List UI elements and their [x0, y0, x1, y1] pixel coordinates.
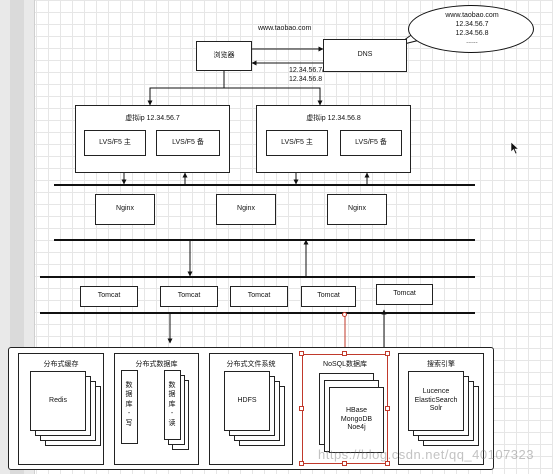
lvs-main-label: LVS/F5 主 [99, 138, 131, 146]
lvs-main-box[interactable]: LVS/F5 主 [84, 130, 146, 156]
nosql-item: MongoDB [340, 415, 373, 423]
resize-handle-right[interactable] [385, 406, 390, 411]
nosql-item: Noe4j [347, 424, 366, 432]
tomcat-label: Tomcat [393, 290, 416, 298]
nginx-bottom-bus [54, 239, 475, 241]
tomcat-box[interactable]: Tomcat [160, 286, 218, 307]
nginx-label: Nginx [348, 205, 366, 213]
resize-handle-top-left[interactable] [299, 351, 304, 356]
dns-box[interactable]: DNS [323, 39, 407, 72]
nginx-label: Nginx [237, 205, 255, 213]
lvs-backup-label: LVS/F5 备 [355, 138, 387, 146]
nginx-label: Nginx [116, 205, 134, 213]
db-write-char: 数 [125, 382, 133, 389]
search-item: Solr [429, 405, 443, 413]
lvs-backup-box[interactable]: LVS/F5 备 [340, 130, 402, 156]
tomcat-label: Tomcat [247, 292, 271, 300]
db-write-label: 数 据 库 - 写 [125, 381, 133, 428]
rotate-handle[interactable] [342, 312, 347, 317]
nginx-box[interactable]: Nginx [95, 194, 155, 225]
lvs-nginx-bus [54, 184, 475, 186]
tomcat-box[interactable]: Tomcat [230, 286, 288, 307]
db-read-char: 库 [168, 400, 176, 408]
browser-label: 浏览器 [213, 51, 235, 59]
redis-node[interactable]: Redis [30, 371, 86, 431]
db-write-char: 据 [125, 391, 133, 399]
browser-to-vip-connector [147, 71, 225, 106]
filesystem-title: 分布式文件系统 [226, 361, 276, 368]
db-write-char: 写 [125, 419, 133, 427]
mouse-cursor-icon [510, 141, 520, 155]
tomcat-label: Tomcat [97, 292, 121, 300]
bubble-line: www.taobao.com [445, 12, 499, 19]
cache-title: 分布式缓存 [43, 361, 79, 368]
db-read-char: - [170, 410, 174, 418]
nginx-box[interactable]: Nginx [327, 194, 387, 225]
db-read-char: 读 [168, 419, 176, 427]
tomcat-box[interactable]: Tomcat [80, 286, 138, 307]
tomcat-top-bus [40, 276, 475, 278]
db-write-char: 库 [125, 400, 133, 408]
db-write-box[interactable] [121, 370, 138, 444]
resize-handle-top-right[interactable] [385, 351, 390, 356]
dns-reply-text: 12.34.56.7/ 12.34.56.8 [289, 66, 324, 84]
tomcat-label: Tomcat [177, 292, 201, 300]
nginx-box[interactable]: Nginx [216, 194, 276, 225]
bubble-line: 12.34.56.8 [455, 29, 489, 37]
browser-to-vip-connector-2 [224, 87, 323, 106]
url-label: www.taobao.com [258, 25, 312, 32]
tomcat-bottom-bus [40, 312, 475, 314]
nosql-item: HBase [345, 406, 367, 414]
db-read-label: 数 据 库 - 读 [168, 381, 176, 428]
redis-label: Redis [49, 396, 67, 404]
tomcat-box[interactable]: Tomcat [301, 286, 356, 307]
watermark: https://blog.csdn.net/qq_40107323 [318, 447, 534, 462]
db-read-box[interactable] [164, 370, 181, 440]
db-read-char: 据 [168, 391, 176, 399]
lvs-main-label: LVS/F5 主 [281, 138, 313, 146]
search-node[interactable]: Lucence ElasticSearch Solr [408, 371, 464, 431]
dns-cache-bubble [408, 5, 534, 53]
bubble-text: www.taobao.com 12.34.56.7 12.34.56.8 ...… [424, 12, 520, 47]
dns-reply-line: 12.34.56.7/ [289, 67, 325, 74]
lvs-backup-box[interactable]: LVS/F5 备 [156, 130, 220, 156]
nosql-node[interactable]: HBase MongoDB Noe4j [329, 387, 384, 453]
resize-handle-top[interactable] [342, 351, 347, 356]
hdfs-label: HDFS [237, 396, 257, 404]
search-item: Lucence [422, 387, 450, 395]
hdfs-node[interactable]: HDFS [224, 371, 270, 431]
db-read-char: 数 [168, 382, 176, 389]
lvs-main-box[interactable]: LVS/F5 主 [266, 130, 328, 156]
vip-group-title: 虚拟ip 12.34.56.7 [125, 115, 180, 122]
search-title: 搜索引擎 [427, 361, 455, 368]
vip-group-title: 虚拟ip 12.34.56.8 [306, 115, 361, 122]
dns-reply-line: 12.34.56.8 [289, 76, 323, 84]
nosql-title: NoSQL数据库 [323, 361, 367, 368]
lvs-backup-label: LVS/F5 备 [172, 138, 204, 146]
db-write-char: - [127, 410, 131, 418]
resize-handle-left[interactable] [299, 406, 304, 411]
resize-handle-bottom-right[interactable] [385, 461, 390, 466]
tomcat-box[interactable]: Tomcat [376, 284, 433, 305]
bubble-line: ...... [466, 38, 478, 46]
search-item: ElasticSearch [414, 396, 458, 404]
database-title: 分布式数据库 [135, 361, 178, 368]
resize-handle-bottom[interactable] [342, 461, 347, 466]
bubble-line: 12.34.56.7 [455, 20, 489, 28]
resize-handle-bottom-left[interactable] [299, 461, 304, 466]
dns-label: DNS [357, 51, 373, 59]
browser-box[interactable]: 浏览器 [196, 41, 252, 71]
tomcat-label: Tomcat [317, 292, 340, 300]
